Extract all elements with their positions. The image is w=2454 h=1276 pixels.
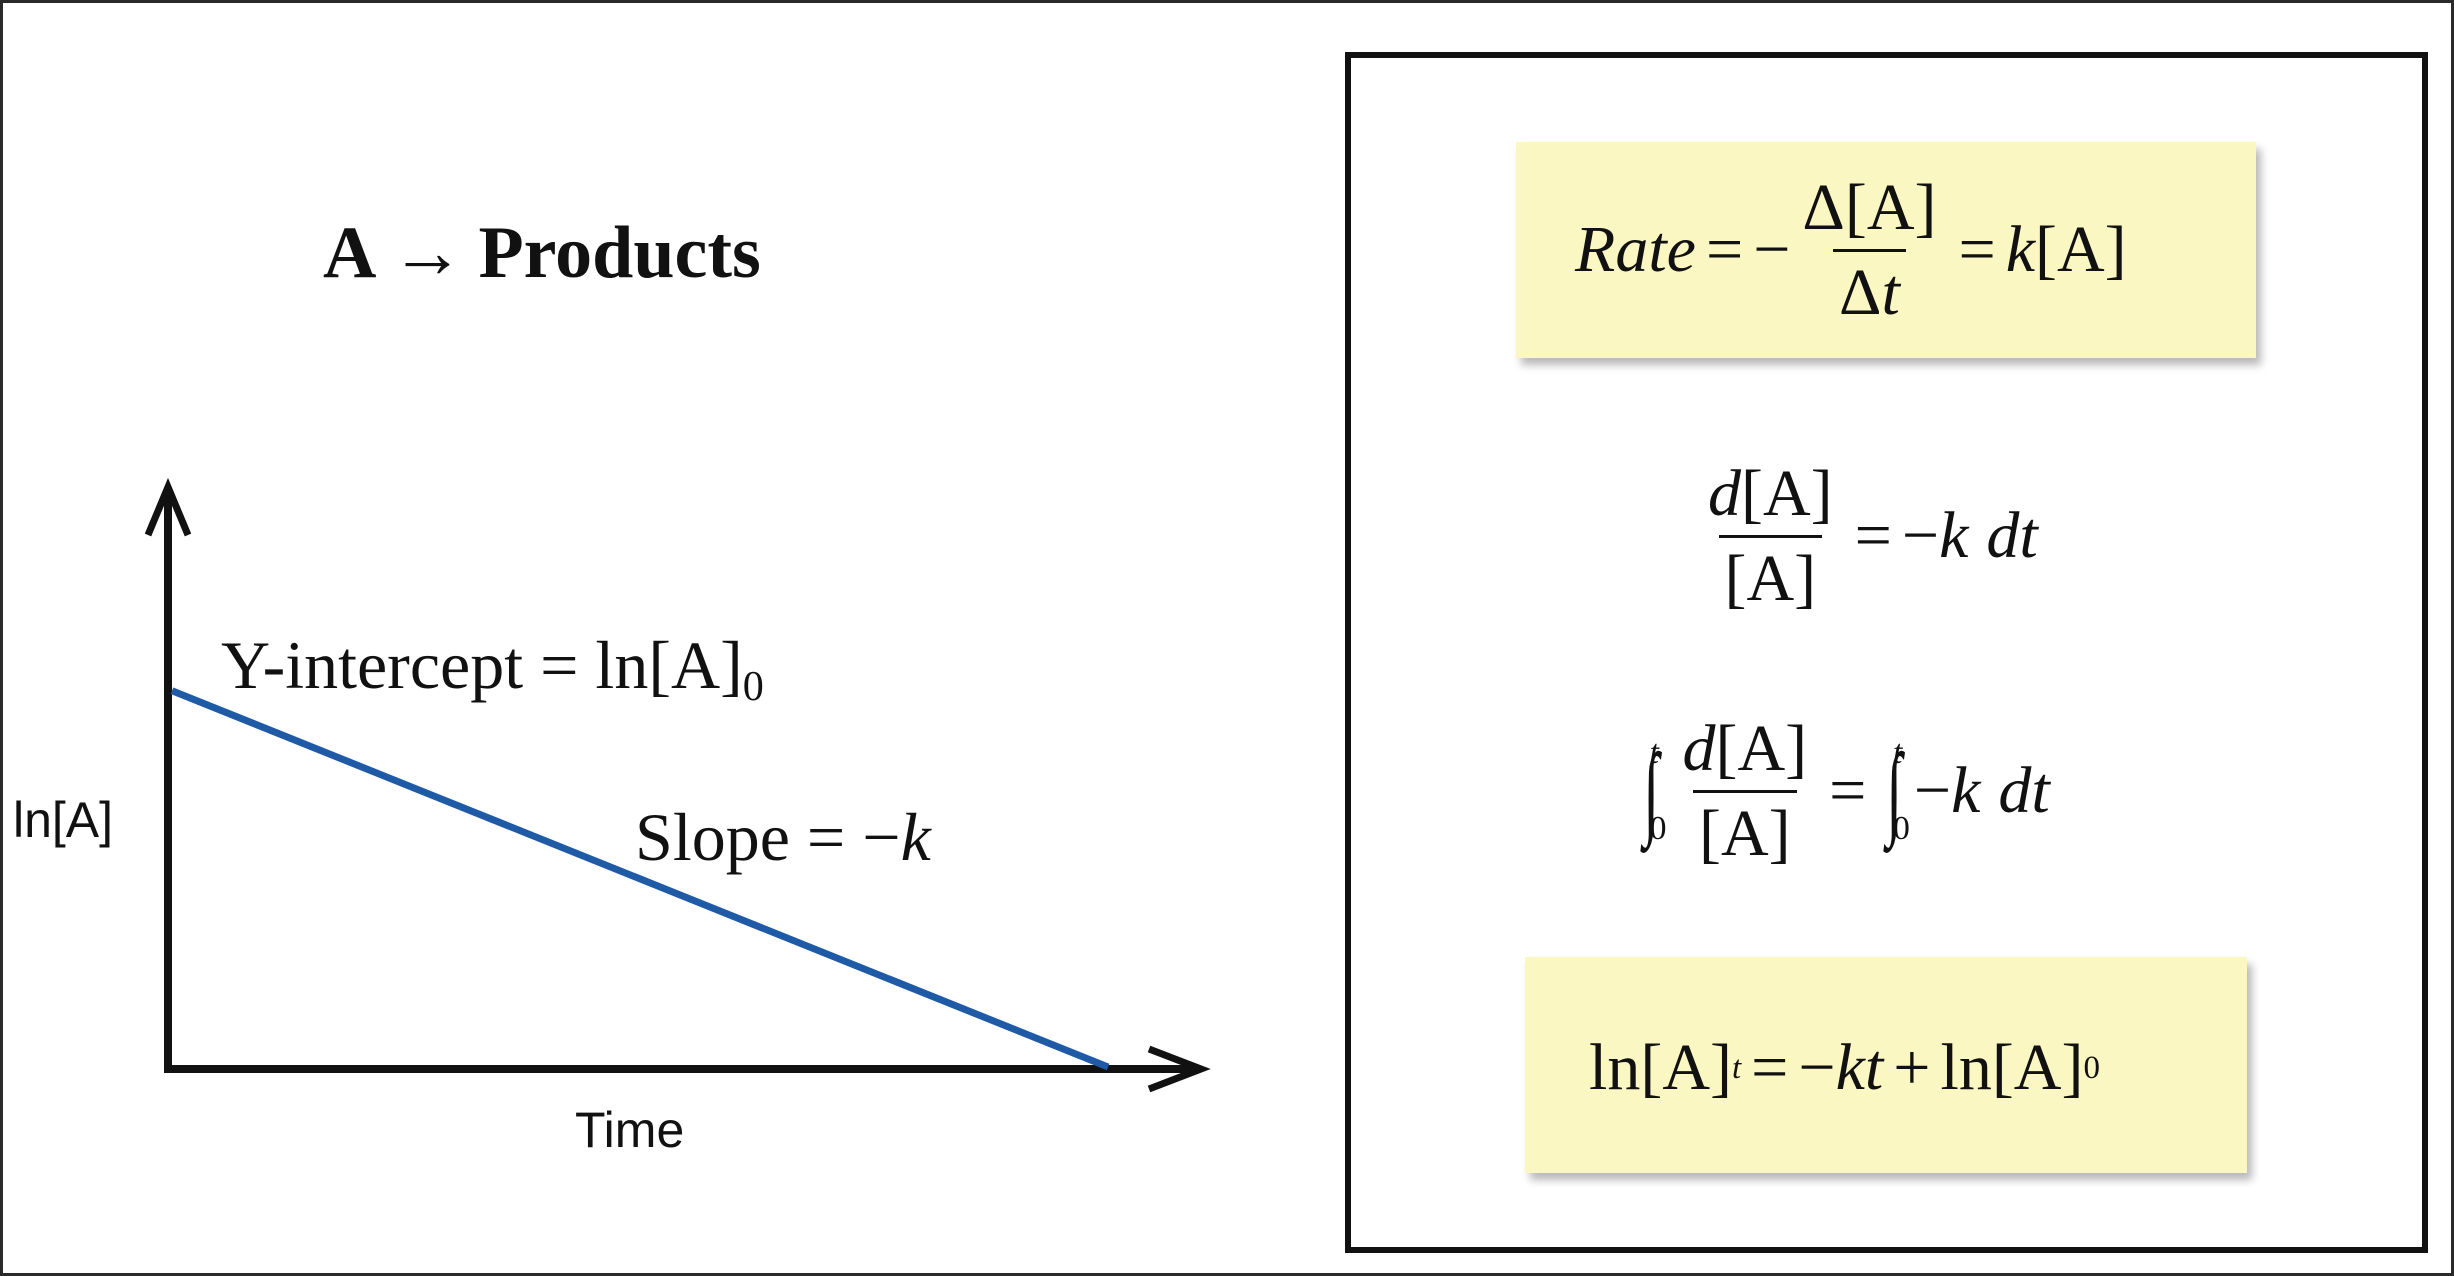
kt-term: kt: [1835, 1031, 1884, 1104]
slope-annotation: Slope = −k: [635, 803, 931, 871]
slope-text: Slope = −: [635, 799, 901, 875]
integrand-fraction: d[A] [A]: [1677, 715, 1814, 867]
lower-limit: 0: [1892, 810, 1910, 847]
left-integral: ∫ t 0: [1637, 733, 1667, 848]
concentration: [A]: [2035, 213, 2127, 286]
minus-sign: −: [1753, 213, 1791, 286]
delta-fraction: Δ[A] Δt: [1796, 170, 1942, 329]
dt-term: dt: [1998, 754, 2050, 827]
fraction-numerator: d[A]: [1677, 715, 1814, 790]
fraction-numerator: Δ[A]: [1802, 170, 1937, 244]
intercept-subscript: 0: [742, 662, 764, 710]
equals-sign: =: [1854, 499, 1892, 572]
integral-sign: ∫: [1643, 733, 1660, 848]
plus-sign: +: [1893, 1031, 1931, 1104]
integrated-rate-law-highlight: [1525, 957, 2247, 1173]
rhs-ln-concentration: ln[A]: [1940, 1031, 2084, 1104]
differential-d: d: [1682, 711, 1716, 785]
intercept-text: Y-intercept = ln[A]: [221, 627, 743, 703]
upper-limit: t: [1892, 734, 1903, 771]
time-variable: t: [1881, 255, 1900, 329]
y-axis-label: ln[A]: [13, 792, 114, 848]
differential-fraction: d[A] [A]: [1702, 460, 1839, 612]
ln-concentration-line: [170, 687, 1110, 1071]
concentration: [A]: [1741, 456, 1833, 530]
rate-law-equation: Rate = − Δ[A] Δt = k [A]: [1575, 170, 2127, 330]
dt-term: dt: [1986, 499, 2038, 572]
fraction-numerator: d[A]: [1702, 460, 1839, 535]
lhs-ln-concentration: ln[A]: [1589, 1031, 1732, 1104]
minus-sign: −: [1798, 1031, 1836, 1104]
equals-sign: =: [1958, 213, 1996, 286]
first-order-plot: [144, 477, 1211, 1093]
reactant: A: [323, 212, 377, 294]
integral-limits: t 0: [1893, 736, 1910, 846]
rate-constant: k: [1939, 499, 1969, 572]
equals-sign: =: [1829, 754, 1867, 827]
slope-variable: k: [900, 799, 931, 875]
lower-limit: 0: [1649, 810, 1667, 847]
concentration: [A]: [1715, 711, 1808, 785]
delta-symbol: Δ: [1839, 255, 1882, 329]
differential-d: d: [1708, 456, 1741, 530]
integrated-rate-law-equation: ln[A]t = − kt + ln[A]0: [1589, 1018, 2100, 1118]
reaction-arrow: →: [390, 212, 465, 294]
fraction-denominator: [A]: [1718, 534, 1823, 612]
products: Products: [478, 212, 761, 294]
fraction-denominator: Δt: [1833, 248, 1906, 329]
rhs-subscript: 0: [2083, 1049, 2100, 1086]
rate-label: Rate: [1575, 213, 1696, 286]
integral-equation: ∫ t 0 d[A] [A] = ∫ t 0 − k dt: [1633, 706, 2050, 876]
x-axis-label: Time: [575, 1102, 685, 1158]
y-axis-arrowhead: [144, 477, 192, 537]
integral-sign: ∫: [1886, 733, 1903, 848]
differential-equation: d[A] [A] = − k dt: [1696, 451, 2038, 621]
intercept-annotation: Y-intercept = ln[A]0: [221, 631, 764, 708]
right-integral: ∫ t 0: [1880, 736, 1910, 846]
x-axis-arrowhead: [1147, 1045, 1211, 1093]
fraction-denominator: [A]: [1693, 789, 1797, 867]
rate-constant: k: [2005, 213, 2036, 286]
minus-sign: −: [1901, 499, 1940, 572]
minus-sign: −: [1913, 754, 1952, 827]
integral-limits: t 0: [1650, 736, 1667, 846]
equals-sign: =: [1705, 213, 1744, 286]
lhs-subscript: t: [1731, 1049, 1742, 1086]
reaction-title: A→Products: [323, 208, 903, 298]
rate-constant: k: [1951, 754, 1981, 827]
equals-sign: =: [1751, 1031, 1789, 1104]
upper-limit: t: [1649, 734, 1659, 771]
